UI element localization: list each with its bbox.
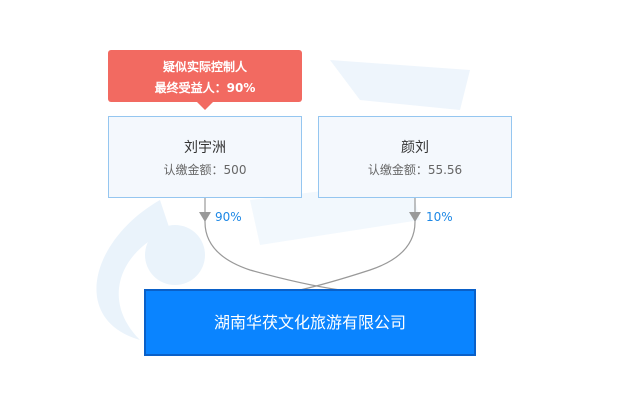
edge-shareholder-2 — [299, 198, 416, 291]
shareholder-node-1[interactable]: 刘宇洲 认缴金额：500 — [108, 116, 302, 198]
badge-pointer — [197, 102, 213, 110]
controller-label: 疑似实际控制人 — [162, 60, 247, 74]
shareholder-amount: 认缴金额：500 — [163, 163, 247, 177]
edge-percent-2: 10% — [426, 210, 453, 224]
shareholder-node-2[interactable]: 颜刘 认缴金额：55.56 — [318, 116, 512, 198]
shareholder-name: 颜刘 — [401, 140, 429, 156]
beneficiary-label: 最终受益人：90% — [154, 81, 256, 95]
edge-arrow-1 — [199, 212, 211, 222]
shareholder-name: 刘宇洲 — [184, 140, 226, 156]
company-node[interactable]: 湖南华茯文化旅游有限公司 — [144, 289, 476, 356]
shareholder-amount: 认缴金额：55.56 — [367, 163, 463, 177]
controller-badge: 疑似实际控制人 最终受益人：90% — [108, 50, 302, 110]
edge-arrow-2 — [409, 212, 421, 222]
edge-percent-1: 90% — [215, 210, 242, 224]
